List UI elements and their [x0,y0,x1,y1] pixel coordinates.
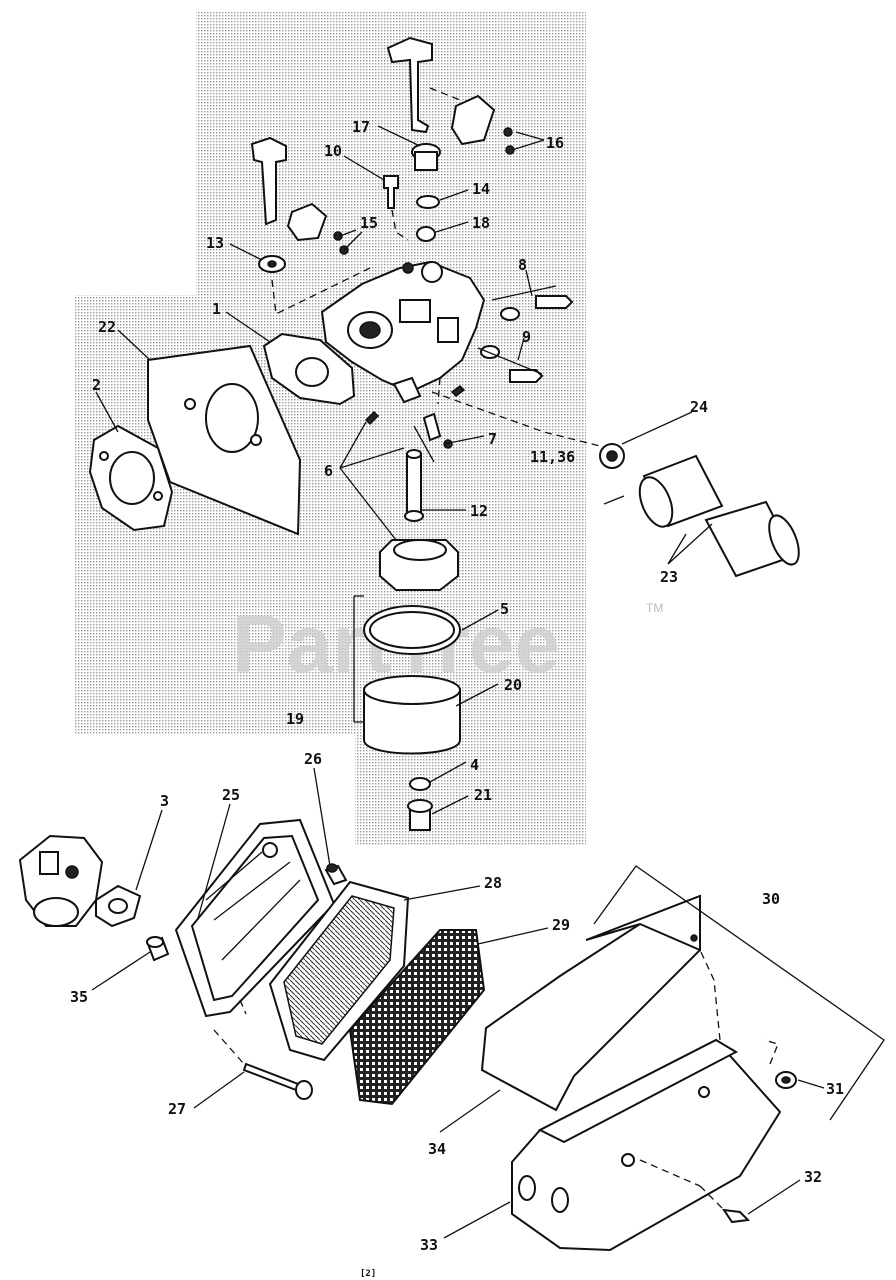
label-29: 29 [552,916,570,934]
label-34: 34 [428,1140,446,1158]
label-19: 19 [286,710,304,728]
part-32-screw [639,1159,751,1224]
label-10: 10 [324,142,342,160]
label-33: 33 [420,1236,438,1254]
label-14: 14 [472,180,490,198]
leader-lines [91,125,825,1239]
part-18-seal [416,226,436,242]
label-17: 17 [352,118,370,136]
label-21: 21 [474,786,492,804]
part-17-fitting [411,143,441,171]
carburetor-body [320,260,486,404]
label-8: 8 [518,256,527,274]
part-22-spacer-plate [147,344,302,536]
label-3: 3 [160,792,169,810]
label-22: 22 [98,318,116,336]
label-26: 26 [304,750,322,768]
part-29-pre-cleaner [348,929,486,1106]
part-13-washer [258,255,286,273]
part-31-nut [763,1039,797,1089]
label-4: 4 [470,756,479,774]
label-6: 6 [324,462,333,480]
part-14-washer [416,195,440,209]
label-2: 2 [92,376,101,394]
label-11-36: 11,36 [530,448,575,466]
part-25-air-cleaner-base [174,818,336,1018]
part-23-fuel-line [638,454,800,578]
label-18: 18 [472,214,490,232]
footer-mark: [2] [360,1269,376,1279]
part-34-cover-inner [480,894,701,1112]
part-19-bowl-assembly [353,539,461,831]
part-3-carburetor-small [18,834,104,927]
part-27-bolt [213,999,313,1100]
label-32: 32 [804,1168,822,1186]
label-30: 30 [762,890,780,908]
label-27: 27 [168,1100,186,1118]
part-2-gasket [88,424,174,532]
part-6-float-pin [364,410,380,426]
label-35: 35 [70,988,88,1006]
label-20: 20 [504,676,522,694]
part-26-screw [324,863,348,886]
label-15: 15 [360,214,378,232]
part-10-screw [383,175,399,209]
label-5: 5 [500,600,509,618]
part-33-cover-outer [511,949,782,1252]
part-8-mixture-screw [491,285,574,321]
part-28-air-filter [268,880,410,1062]
label-28: 28 [484,874,502,892]
label-1: 1 [212,300,221,318]
part-3-gasket-small [95,884,142,928]
label-16: 16 [546,134,564,152]
label-31: 31 [826,1080,844,1098]
part-30-bracket-line [593,865,885,1121]
part-12-float-needle [404,449,424,522]
part-9-idle-screw [477,345,544,383]
label-12: 12 [470,502,488,520]
label-7: 7 [488,430,497,448]
part-labels: 17 10 14 18 16 15 13 1 22 2 8 9 7 11,36 … [70,118,844,1254]
label-9: 9 [522,328,531,346]
trademark-text: TM [646,601,663,615]
label-13: 13 [206,234,224,252]
part-1-gasket [262,332,356,406]
part-24-clamp [599,443,625,469]
part-15-throttle-shaft [250,136,349,255]
label-25: 25 [222,786,240,804]
label-24: 24 [690,398,708,416]
label-23: 23 [660,568,678,586]
part-35-bushing [146,936,170,962]
